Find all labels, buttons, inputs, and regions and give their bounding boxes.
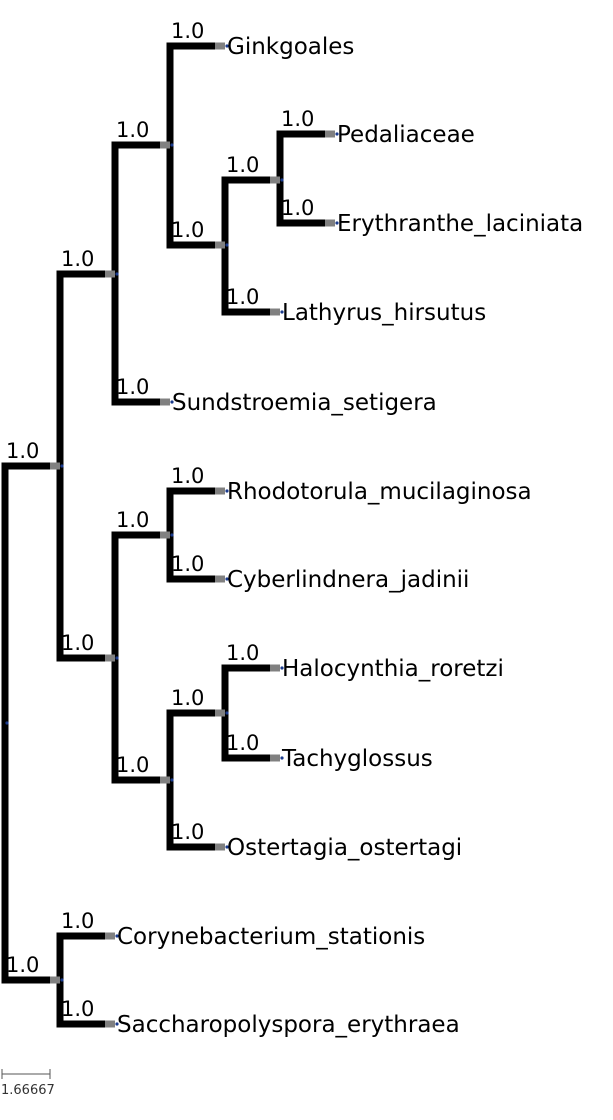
taxon-label-ostertagia: Ostertagia_ostertagi: [227, 835, 462, 861]
branch-stub: [105, 270, 115, 278]
branch-stub: [160, 141, 170, 149]
leaf-dot: [335, 132, 339, 136]
branch-stub: [325, 130, 335, 138]
support-value: 1.0: [61, 997, 94, 1021]
branch-stub: [215, 487, 225, 495]
node-dot: [5, 721, 9, 725]
leaf-dot: [170, 400, 174, 404]
support-value: 1.0: [61, 909, 94, 933]
branch-stub: [160, 776, 170, 784]
support-value: 1.0: [171, 820, 204, 844]
taxon-label-pedaliaceae: Pedaliaceae: [337, 122, 475, 148]
taxon-label-sundstroemia: Sundstroemia_setigera: [172, 390, 437, 416]
branch-stub: [215, 843, 225, 851]
branch-stub: [325, 219, 335, 227]
node-dot: [60, 464, 64, 468]
branch-stub: [160, 531, 170, 539]
taxon-label-tachyglossus: Tachyglossus: [281, 746, 433, 772]
leaf-dot: [225, 489, 229, 493]
leaf-dot: [225, 845, 229, 849]
support-value: 1.0: [226, 641, 259, 665]
leaf-dot: [280, 756, 284, 760]
taxon-label-lathyrus: Lathyrus_hirsutus: [282, 300, 486, 326]
branch-stub: [215, 575, 225, 583]
branch-stub: [50, 462, 60, 470]
support-value: 1.0: [281, 107, 314, 131]
node-dot: [60, 978, 64, 982]
branch-stub: [215, 241, 225, 249]
support-value: 1.0: [61, 631, 94, 655]
node-dot: [170, 778, 174, 782]
support-value: 1.0: [171, 464, 204, 488]
taxon-label-ginkgoales: Ginkgoales: [227, 34, 354, 60]
support-value: 1.0: [61, 247, 94, 271]
branch-stub: [215, 42, 225, 50]
taxon-label-corynebacterium: Corynebacterium_stationis: [117, 924, 425, 950]
node-dot: [280, 178, 284, 182]
taxon-label-cyberlindnera: Cyberlindnera_jadinii: [227, 567, 469, 593]
support-value: 1.0: [116, 753, 149, 777]
support-value: 1.0: [171, 19, 204, 43]
node-dot: [170, 533, 174, 537]
leaf-dot: [225, 577, 229, 581]
branch-stub: [105, 654, 115, 662]
support-value: 1.0: [116, 508, 149, 532]
node-dot: [170, 143, 174, 147]
support-value: 1.0: [281, 196, 314, 220]
support-value: 1.0: [6, 953, 39, 977]
leaf-dot: [335, 221, 339, 225]
leaf-dot: [225, 44, 229, 48]
taxon-labels: GinkgoalesPedaliaceaeErythranthe_lacinia…: [117, 34, 583, 1038]
support-value: 1.0: [226, 153, 259, 177]
taxon-label-rhodotorula: Rhodotorula_mucilaginosa: [227, 479, 532, 505]
leaf-dot: [115, 934, 119, 938]
support-value: 1.0: [171, 552, 204, 576]
branch-stub: [270, 754, 280, 762]
leaf-dot: [280, 310, 284, 314]
branch-stub: [270, 176, 280, 184]
taxon-label-saccharopolyspora: Saccharopolyspora_erythraea: [117, 1012, 460, 1038]
scale-bar: 1.66667: [1, 1069, 55, 1098]
branch-stub: [270, 308, 280, 316]
support-value: 1.0: [116, 375, 149, 399]
taxon-label-erythranthe: Erythranthe_laciniata: [337, 211, 583, 237]
branch-stubs: [50, 42, 335, 1028]
branch-stub: [105, 932, 115, 940]
support-value: 1.0: [226, 285, 259, 309]
support-value: 1.0: [6, 439, 39, 463]
branch-stub: [50, 976, 60, 984]
support-value: 1.0: [171, 218, 204, 242]
branch-stub: [215, 709, 225, 717]
node-dot: [225, 243, 229, 247]
taxon-label-halocynthia: Halocynthia_roretzi: [282, 656, 504, 682]
scale-bar-label: 1.66667: [1, 1083, 55, 1098]
support-value: 1.0: [226, 731, 259, 755]
node-dot: [225, 711, 229, 715]
branch-stub: [160, 398, 170, 406]
support-value: 1.0: [171, 686, 204, 710]
branch-stub: [270, 664, 280, 672]
node-dot: [115, 656, 119, 660]
node-dot: [115, 272, 119, 276]
node-dots: [5, 44, 339, 1026]
branch-stub: [105, 1020, 115, 1028]
leaf-dot: [280, 666, 284, 670]
support-values: 1.0 1.0 1.0 1.0 1.0 1.0 1.0 1.0 1.0 1.0 1.0 1.0 1.0 1…: [6, 19, 314, 1021]
leaf-dot: [115, 1022, 119, 1026]
support-value: 1.0: [116, 118, 149, 142]
